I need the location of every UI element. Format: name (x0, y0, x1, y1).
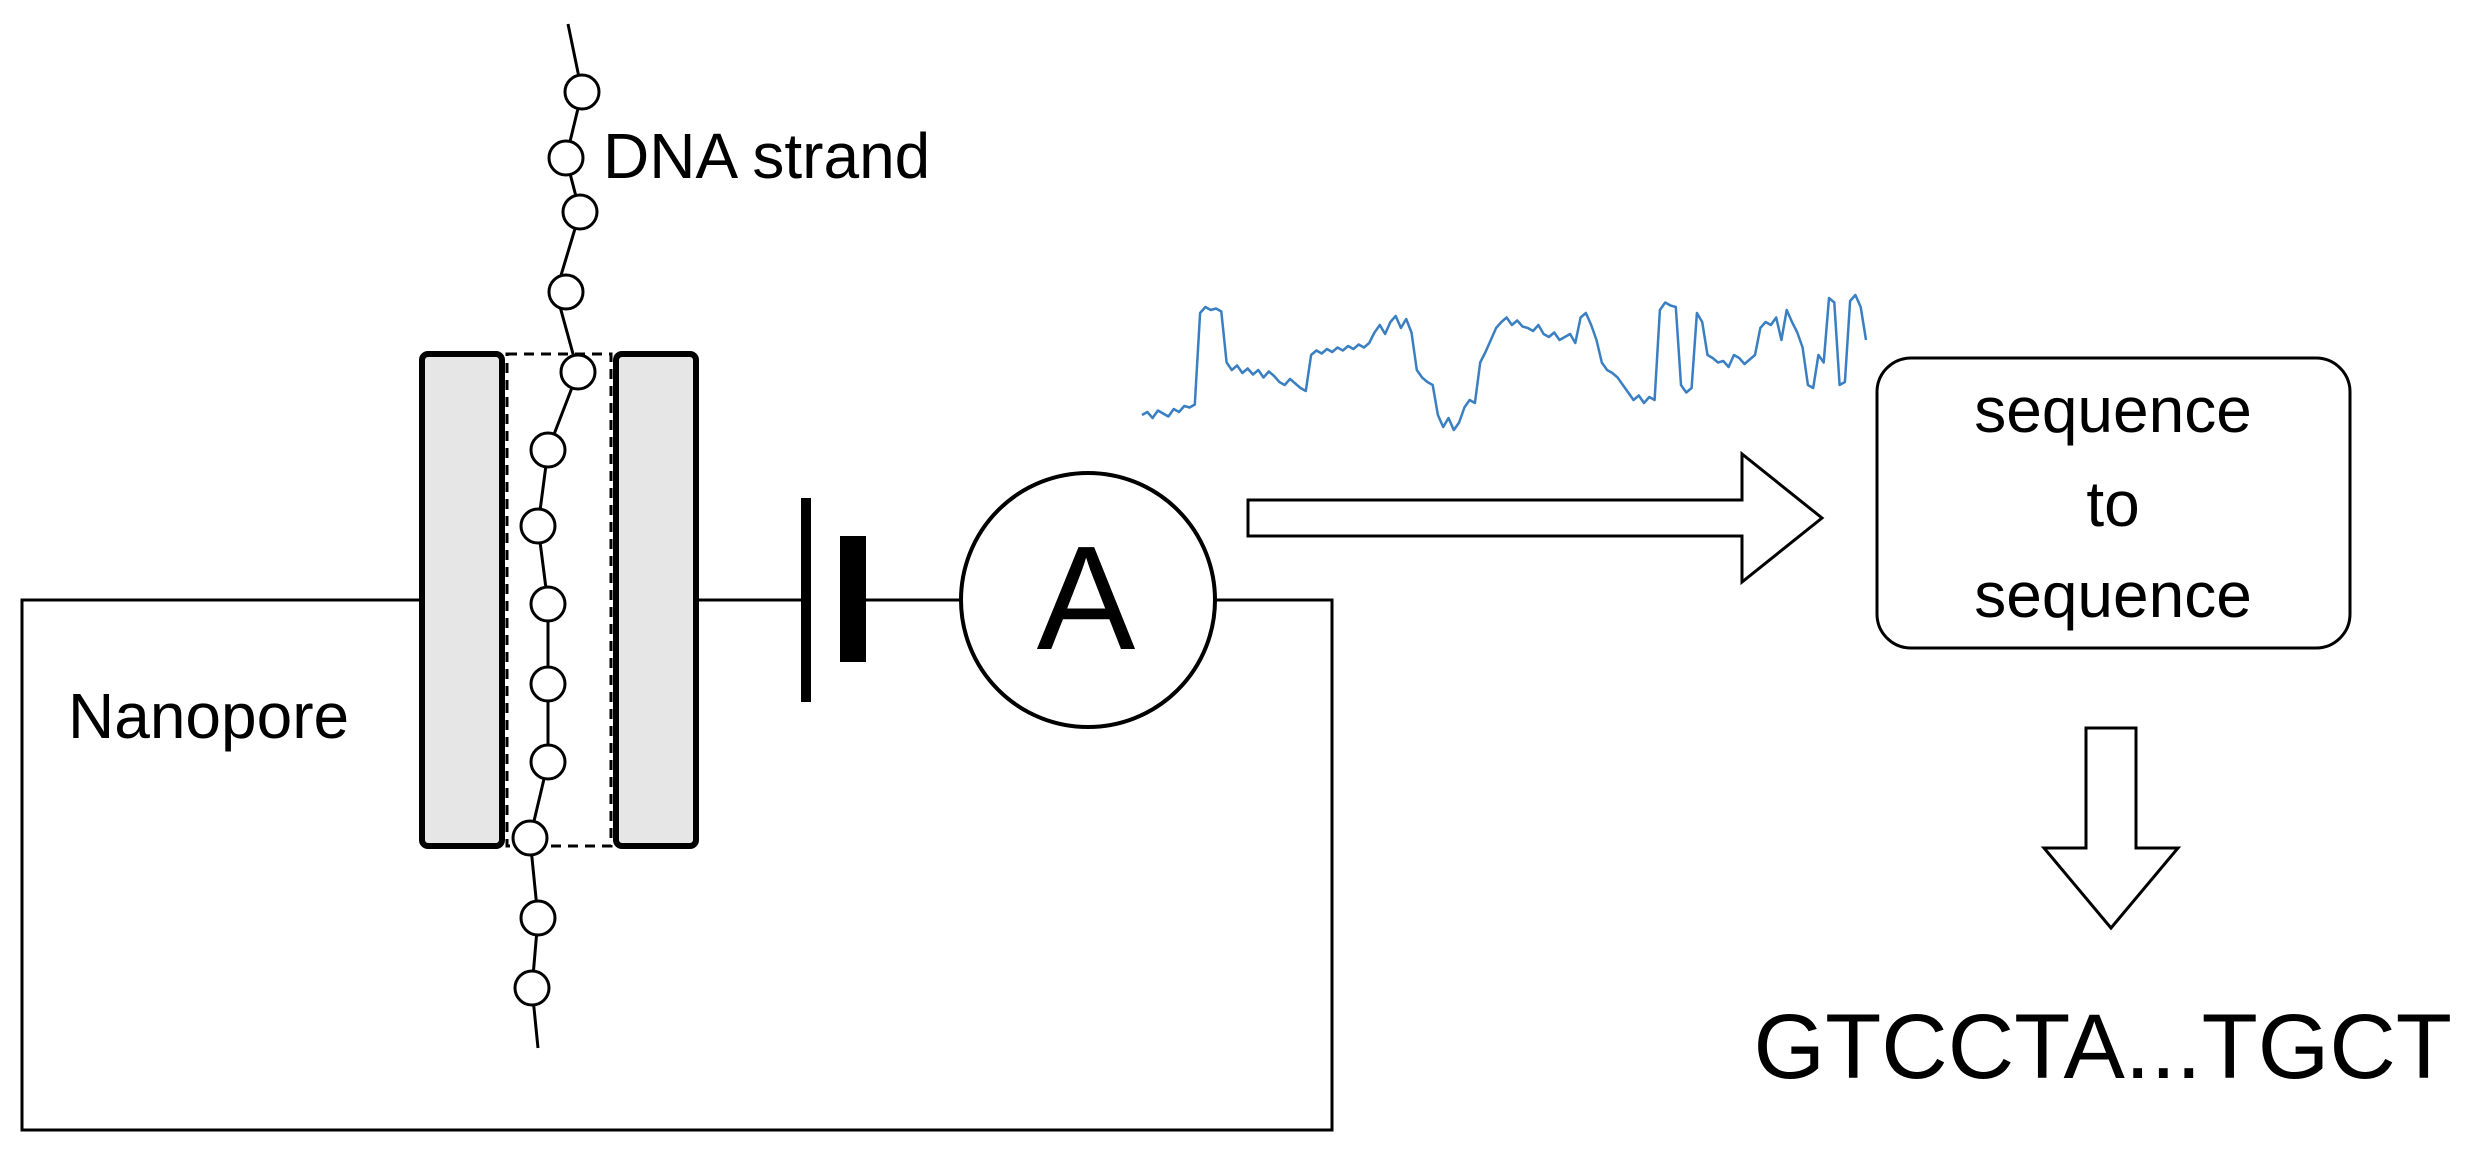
membrane-right-wall (613, 351, 699, 849)
dna-strand (511, 23, 601, 1049)
ammeter-circle (959, 471, 1217, 729)
arrow-down (2040, 726, 2182, 931)
dna-bead (511, 819, 549, 857)
dna-bead (529, 743, 567, 781)
battery-symbol (801, 498, 866, 702)
dna-bead (529, 585, 567, 623)
dna-bead (519, 899, 557, 937)
dna-bead (529, 665, 567, 703)
battery-long-plate (801, 498, 811, 702)
model-label-line1: sequence (1974, 374, 2252, 446)
dna-bead (561, 193, 599, 231)
output-sequence: GTCCTA...TGCT (1754, 996, 2452, 1098)
pore-channel (505, 352, 613, 848)
nanopore-membrane (419, 351, 699, 849)
model-box-outline (1875, 356, 2352, 650)
model-label-line2: to (2086, 468, 2139, 540)
dna-bead (529, 431, 567, 469)
circuit-loop-wire (20, 598, 1334, 1132)
ammeter-label: A (1037, 516, 1136, 681)
dna-strand-label: DNA strand (603, 120, 930, 192)
battery-short-plate (840, 536, 866, 662)
membrane-left-wall (419, 351, 505, 849)
dna-bead (547, 273, 585, 311)
dna-bead (559, 353, 597, 391)
seq2seq-model-box: sequence to sequence (1875, 356, 2352, 650)
circuit-wires (20, 598, 1334, 1132)
dna-bead (563, 73, 601, 111)
dna-bead (547, 139, 585, 177)
model-label-line3: sequence (1974, 559, 2252, 631)
ammeter: A (959, 471, 1217, 729)
nanopore-label: Nanopore (68, 680, 349, 752)
dna-bead (513, 969, 551, 1007)
current-signal-trace (1141, 293, 1868, 432)
arrow-right (1246, 450, 1825, 586)
dna-bead (519, 507, 557, 545)
